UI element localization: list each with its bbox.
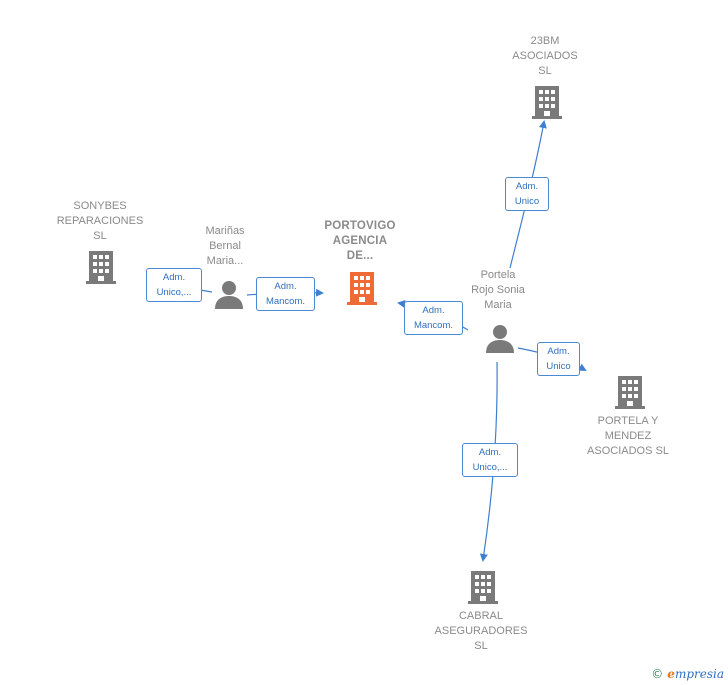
brand-e: e [667,667,675,681]
node-portovigo-agencia[interactable]: PORTOVIGO AGENCIA DE... [310,219,410,264]
edge-label-marinas-sonybes[interactable]: Adm. Unico,... [146,268,202,302]
node-label: 23BM ASOCIADOS SL [512,35,578,77]
node-marinas-bernal-maria[interactable]: Mariñas Bernal Maria... [185,224,265,269]
node-label: PORTOVIGO AGENCIA DE... [324,220,396,262]
building-icon[interactable] [531,84,563,120]
node-label: CABRAL ASEGURADORES SL [434,610,528,652]
building-icon[interactable] [346,270,378,306]
edge-label-marinas-portovigo[interactable]: Adm. Mancom. [256,277,315,311]
building-icon[interactable] [85,249,117,285]
node-portela-y-mendez[interactable]: PORTELA Y MENDEZ ASOCIADOS SL [572,414,684,459]
person-icon[interactable] [213,279,245,311]
edge-label-portela-23bm[interactable]: Adm. Unico [505,177,549,211]
brand-logo: ©empresia [651,667,724,681]
building-icon[interactable] [614,374,646,410]
node-label: Mariñas Bernal Maria... [205,225,245,267]
brand-name: mpresia [674,667,724,681]
person-icon[interactable] [484,323,516,355]
node-cabral-aseguradores[interactable]: CABRAL ASEGURADORES SL [421,609,541,654]
node-23bm-asociados[interactable]: 23BM ASOCIADOS SL [495,34,595,79]
edge-label-portela-mendez[interactable]: Adm. Unico [537,342,580,376]
node-portela-rojo-sonia-maria[interactable]: Portela Rojo Sonia Maria [453,268,543,313]
node-label: SONYBES REPARACIONES SL [56,200,144,242]
node-label: PORTELA Y MENDEZ ASOCIADOS SL [587,415,669,457]
copyright-icon: © [651,667,664,681]
edge-label-portela-portovigo[interactable]: Adm. Mancom. [404,301,463,335]
edge-label-portela-cabral[interactable]: Adm. Unico,... [462,443,518,477]
building-icon[interactable] [467,569,499,605]
node-sonybes-reparaciones[interactable]: SONYBES REPARACIONES SL [40,199,160,244]
node-label: Portela Rojo Sonia Maria [471,269,525,311]
